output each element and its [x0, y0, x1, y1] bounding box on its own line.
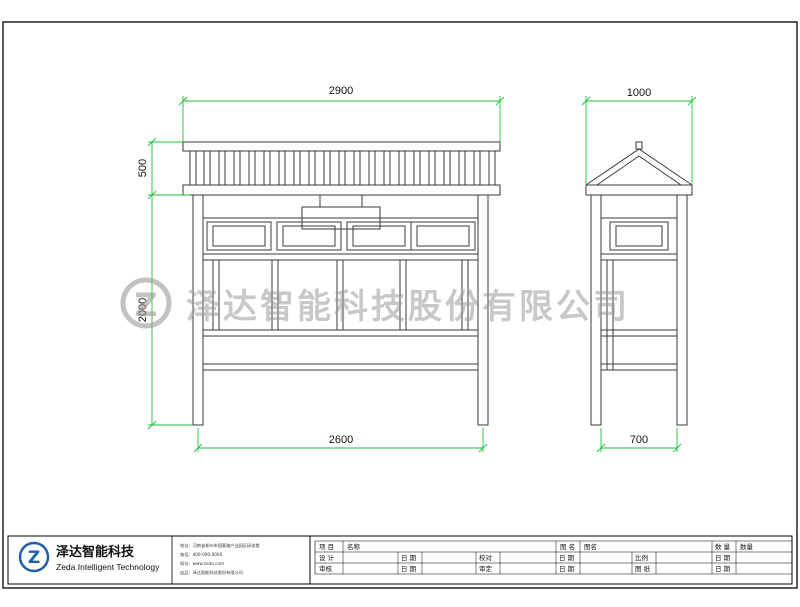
label-project: 项 目 — [319, 543, 334, 551]
front-view — [182, 141, 501, 426]
watermark-logo-icon — [120, 277, 172, 329]
front-lattice-panels — [206, 221, 476, 251]
label-approve: 审定 — [479, 564, 493, 573]
front-right-post — [477, 194, 489, 426]
label-date-2: 日 期 — [559, 554, 575, 562]
label-date-6: 日 期 — [715, 565, 731, 573]
front-dimensions — [147, 96, 505, 453]
brand-name-cn: 泽达智能科技 — [56, 544, 135, 560]
front-roof-slab — [182, 141, 501, 152]
label-quantity: 数 量 — [715, 542, 731, 551]
side-width-top-label: 1000 — [627, 87, 651, 99]
label-scale: 比例 — [635, 553, 648, 562]
watermark: Z 泽达智能科技股份有限公司 — [120, 277, 630, 329]
side-finial — [635, 141, 643, 150]
front-left-post — [192, 194, 204, 426]
front-balusters — [189, 151, 496, 185]
address-line-3: 网址：www.zeda.com — [180, 560, 224, 567]
watermark-logo-letter: Z — [134, 286, 157, 324]
side-view — [585, 141, 693, 426]
side-left-post — [590, 194, 602, 426]
label-date-5: 日 期 — [559, 565, 575, 573]
front-width-top-label: 2900 — [329, 85, 353, 97]
label-review: 审核 — [319, 564, 333, 573]
value-drawing-name: 图名 — [584, 542, 597, 551]
label-date-3: 日 期 — [715, 554, 731, 562]
brand-name-en: Zeda Intelligent Technology — [56, 562, 160, 572]
front-display-frames — [212, 260, 469, 330]
front-height-top-label: 500 — [137, 159, 149, 177]
label-name: 名称 — [347, 542, 361, 551]
side-roof-beam — [585, 184, 693, 196]
front-lower-beam — [182, 184, 501, 196]
side-roof-outer — [585, 148, 693, 186]
brand-logo-letter: Z — [28, 548, 40, 568]
side-lattice-panel — [609, 221, 669, 251]
label-drawing-name: 图 名 — [560, 542, 575, 551]
address-line-2: 电话：400-000-0000 — [180, 551, 223, 558]
side-dimensions — [581, 96, 697, 453]
value-quantity: 数量 — [740, 542, 754, 551]
watermark-text: 泽达智能科技股份有限公司 — [186, 287, 630, 327]
label-date-4: 日 期 — [401, 565, 417, 573]
label-design: 设 计 — [319, 553, 335, 562]
front-height-main-label: 2000 — [137, 298, 149, 322]
sheet-border — [2, 21, 798, 589]
brand-logo-icon — [18, 541, 50, 573]
address-line-4: 出品：泽达智能科技股份有限公司 — [180, 569, 243, 576]
label-sheet: 图 纸 — [635, 564, 651, 573]
side-right-post — [676, 194, 688, 426]
front-width-bottom-label: 2600 — [329, 434, 353, 446]
address-line-1: 地址：河南省郑州市国基路产业园区研发楼 — [180, 542, 260, 549]
label-check: 校对 — [479, 553, 493, 562]
label-date-1: 日 期 — [401, 554, 417, 562]
side-width-bottom-label: 700 — [630, 434, 648, 446]
title-block: Z 泽达智能科技 Zeda Intelligent Technology 地址：… — [7, 535, 793, 585]
